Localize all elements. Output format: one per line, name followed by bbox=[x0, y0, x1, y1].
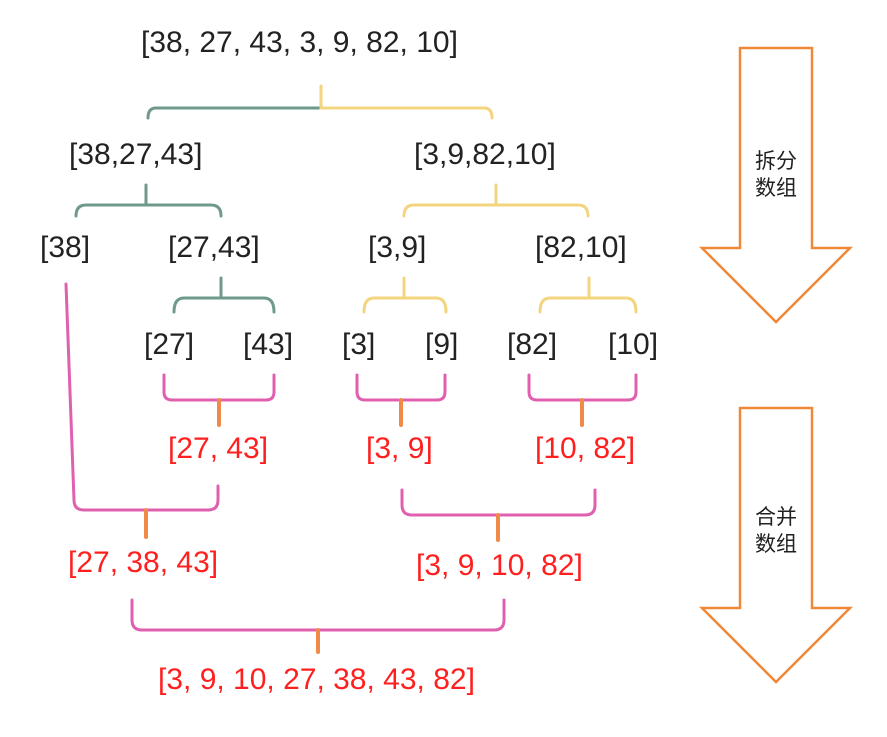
merge-bracket-3-9-10-82 bbox=[400, 488, 597, 517]
leaf-82-label: [82] bbox=[507, 328, 558, 361]
merge-arrow-label-line2: 数组 bbox=[755, 532, 797, 556]
root-array-label: [38, 27, 43, 3, 9, 82, 10] bbox=[141, 26, 458, 59]
merge-bracket-final bbox=[130, 598, 506, 632]
merged-27-38-43-label: [27, 38, 43] bbox=[68, 546, 219, 579]
merged-10-82-label: [10, 82] bbox=[535, 432, 636, 465]
sub-array-27-43-label: [27,43] bbox=[168, 231, 260, 264]
split-connector-root-left bbox=[146, 106, 323, 120]
split-arrow-shape bbox=[698, 46, 854, 324]
merge-arrow-label: 合并 数组 bbox=[745, 504, 807, 558]
merged-3-9-10-82-label: [3, 9, 10, 82] bbox=[416, 549, 583, 582]
split-arrow-label: 拆分 数组 bbox=[745, 148, 807, 202]
merge-bracket-10-82 bbox=[527, 373, 638, 402]
split-connector-left bbox=[74, 183, 223, 218]
merge-bracket-3-9 bbox=[355, 373, 447, 402]
merge-arrow-shape bbox=[698, 406, 854, 684]
sub-array-82-10-label: [82,10] bbox=[535, 231, 627, 264]
leaf-43-label: [43] bbox=[243, 328, 294, 361]
sub-array-3-9-label: [3,9] bbox=[368, 231, 427, 264]
split-connector-3-9 bbox=[362, 276, 448, 314]
leaf-3-label: [3] bbox=[342, 328, 376, 361]
split-arrow-label-line1: 拆分 bbox=[755, 149, 797, 173]
merge-bracket-27-43 bbox=[162, 373, 276, 402]
merged-27-43-label: [27, 43] bbox=[168, 432, 269, 465]
split-connector-right bbox=[402, 183, 590, 218]
split-arrow-label-line2: 数组 bbox=[755, 176, 797, 200]
split-connector-27-43 bbox=[172, 276, 276, 314]
merged-3-9-label: [3, 9] bbox=[366, 432, 433, 465]
merge-bracket-27-38-43 bbox=[64, 282, 220, 512]
right-half-label: [3,9,82,10] bbox=[414, 138, 556, 171]
left-half-label: [38,27,43] bbox=[69, 138, 203, 171]
sub-array-38-label: [38] bbox=[40, 231, 91, 264]
merge-arrow-label-line1: 合并 bbox=[755, 505, 797, 529]
leaf-27-label: [27] bbox=[144, 328, 195, 361]
leaf-9-label: [9] bbox=[425, 328, 459, 361]
split-connector-root-right bbox=[319, 84, 494, 120]
final-sorted-array-label: [3, 9, 10, 27, 38, 43, 82] bbox=[158, 663, 475, 696]
leaf-10-label: [10] bbox=[608, 328, 659, 361]
split-connector-82-10 bbox=[538, 276, 638, 314]
